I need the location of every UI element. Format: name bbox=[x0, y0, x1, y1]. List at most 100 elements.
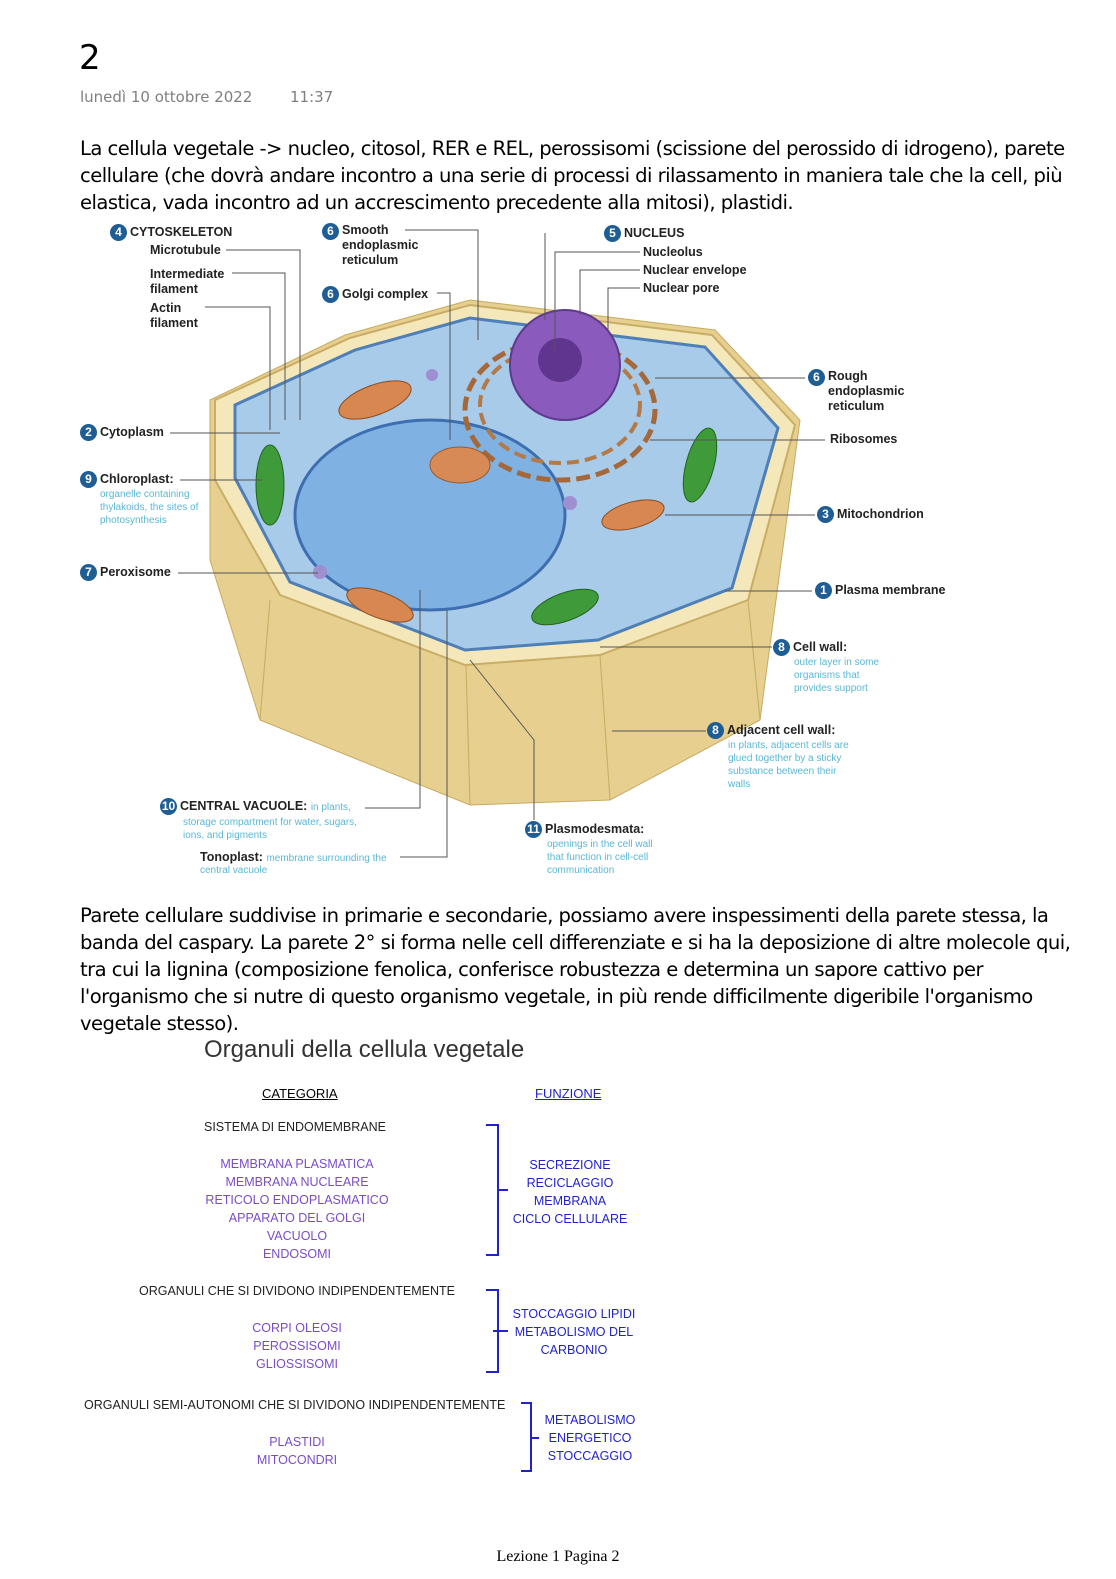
plasmodesmata-description: openings in the cell wall that function … bbox=[547, 839, 653, 876]
label-text: Rough endoplasmic reticulum bbox=[828, 369, 905, 413]
bracket-icon bbox=[486, 1289, 508, 1373]
category-label: SISTEMA DI ENDOMEMBRANE bbox=[204, 1120, 386, 1134]
number-badge: 9 bbox=[80, 471, 97, 488]
function-list: STOCCAGGIO LIPIDI METABOLISMO DEL CARBON… bbox=[494, 1305, 654, 1359]
number-badge: 10 bbox=[160, 798, 177, 815]
column-header-function: FUNZIONE bbox=[535, 1086, 602, 1101]
number-badge: 3 bbox=[817, 506, 834, 523]
paragraph-cell-wall: Parete cellulare suddivise in primarie e… bbox=[80, 904, 1071, 1035]
function: CARBONIO bbox=[540, 1343, 608, 1357]
tonoplast-description-2: central vacuole bbox=[200, 865, 268, 876]
number-badge: 8 bbox=[707, 722, 724, 739]
number-badge: 1 bbox=[815, 582, 832, 599]
adjacent-cell-wall-description: in plants, adjacent cells are glued toge… bbox=[728, 740, 849, 790]
number-badge: 6 bbox=[322, 286, 339, 303]
tonoplast-description-1: membrane surrounding the bbox=[266, 853, 387, 864]
label-text: CENTRAL VACUOLE: bbox=[180, 798, 308, 813]
label-text: NUCLEUS bbox=[624, 225, 685, 240]
item: VACUOLO bbox=[266, 1229, 328, 1243]
item: MITOCONDRI bbox=[256, 1453, 338, 1467]
label-actin-filament: Actin filament bbox=[150, 301, 198, 330]
label-text: Golgi complex bbox=[342, 286, 429, 301]
label-text: Cytoplasm bbox=[100, 424, 164, 439]
label-nuclear-pore: Nuclear pore bbox=[643, 281, 720, 295]
item: CORPI OLEOSI bbox=[252, 1321, 342, 1335]
number-badge: 4 bbox=[110, 224, 127, 241]
function: RECICLAGGIO bbox=[526, 1176, 614, 1190]
label-nuclear-envelope: Nuclear envelope bbox=[643, 263, 747, 277]
category-label: ORGANULI SEMI-AUTONOMI CHE SI DIVIDONO I… bbox=[84, 1398, 506, 1412]
column-header-category: CATEGORIA bbox=[262, 1086, 338, 1101]
number-badge: 6 bbox=[322, 223, 339, 240]
function: SECREZIONE bbox=[529, 1158, 611, 1172]
function: ENERGETICO bbox=[548, 1431, 632, 1445]
function: CICLO CELLULARE bbox=[512, 1212, 628, 1226]
function: STOCCAGGIO LIPIDI bbox=[512, 1307, 636, 1321]
label-text: Mitochondrion bbox=[837, 506, 924, 521]
category-label: ORGANULI CHE SI DIVIDONO INDIPENDENTEMEN… bbox=[139, 1284, 456, 1298]
item: GLIOSSISOMI bbox=[256, 1357, 338, 1371]
label-tonoplast: Tonoplast: membrane surrounding the bbox=[200, 850, 387, 865]
chloroplast-description: organelle containing thylakoids, the sit… bbox=[100, 489, 199, 526]
label-ribosomes: Ribosomes bbox=[830, 432, 898, 446]
page-date: lunedì 10 ottobre 2022 bbox=[80, 88, 253, 106]
item: APPARATO DEL GOLGI bbox=[228, 1211, 366, 1225]
label-text: Peroxisome bbox=[100, 564, 171, 579]
vacuole-description-1: in plants, bbox=[310, 801, 351, 813]
vacuole-description-2: storage compartment for water, sugars, i… bbox=[183, 817, 357, 841]
label-intermediate-filament: Intermediate filament bbox=[150, 267, 225, 296]
function-list: METABOLISMO ENERGETICO STOCCAGGIO bbox=[510, 1411, 670, 1465]
number-badge: 8 bbox=[773, 639, 790, 656]
number-badge: 5 bbox=[604, 225, 621, 242]
table-title: Organuli della cellula vegetale bbox=[204, 1036, 525, 1063]
category-items: CORPI OLEOSI PEROSSISOMI GLIOSSISOMI bbox=[147, 1319, 447, 1373]
function: STOCCAGGIO bbox=[547, 1449, 633, 1463]
number-badge: 6 bbox=[808, 369, 825, 386]
item: RETICOLO ENDOPLASMATICO bbox=[205, 1193, 389, 1207]
label-text: Chloroplast: bbox=[100, 471, 174, 486]
function: METABOLISMO bbox=[544, 1413, 636, 1427]
category-items: PLASTIDI MITOCONDRI bbox=[147, 1433, 447, 1469]
page-title: 2 bbox=[79, 38, 101, 78]
bracket-icon bbox=[521, 1402, 539, 1472]
bracket-icon bbox=[486, 1124, 508, 1256]
paragraph-intro: La cellula vegetale -> nucleo, citosol, … bbox=[80, 137, 1065, 214]
label-nucleolus: Nucleolus bbox=[643, 245, 703, 259]
number-badge: 7 bbox=[80, 564, 97, 581]
function-list: SECREZIONE RECICLAGGIO MEMBRANA CICLO CE… bbox=[490, 1156, 650, 1228]
item: MEMBRANA NUCLEARE bbox=[225, 1175, 369, 1189]
label-text: CYTOSKELETON bbox=[130, 224, 233, 239]
cell-wall-description: outer layer in some organisms that provi… bbox=[794, 657, 880, 694]
label-text: Tonoplast: bbox=[200, 850, 263, 864]
label-text: Smooth endoplasmic reticulum bbox=[342, 223, 419, 267]
function: METABOLISMO DEL bbox=[514, 1325, 634, 1339]
label-microtubule: Microtubule bbox=[150, 243, 221, 257]
number-badge: 2 bbox=[80, 424, 97, 441]
category-items: MEMBRANA PLASMATICA MEMBRANA NUCLEARE RE… bbox=[147, 1155, 447, 1263]
label-text: Adjacent cell wall: bbox=[727, 722, 836, 737]
page-time: 11:37 bbox=[290, 88, 334, 106]
number-badge: 11 bbox=[525, 821, 542, 838]
item: ENDOSOMI bbox=[262, 1247, 332, 1261]
label-text: Plasma membrane bbox=[835, 582, 946, 597]
page-footer: Lezione 1 Pagina 2 bbox=[496, 1548, 620, 1565]
label-text: Plasmodesmata: bbox=[545, 821, 645, 836]
item: MEMBRANA PLASMATICA bbox=[220, 1157, 374, 1171]
label-text: Cell wall: bbox=[793, 639, 848, 654]
function: MEMBRANA bbox=[533, 1194, 607, 1208]
